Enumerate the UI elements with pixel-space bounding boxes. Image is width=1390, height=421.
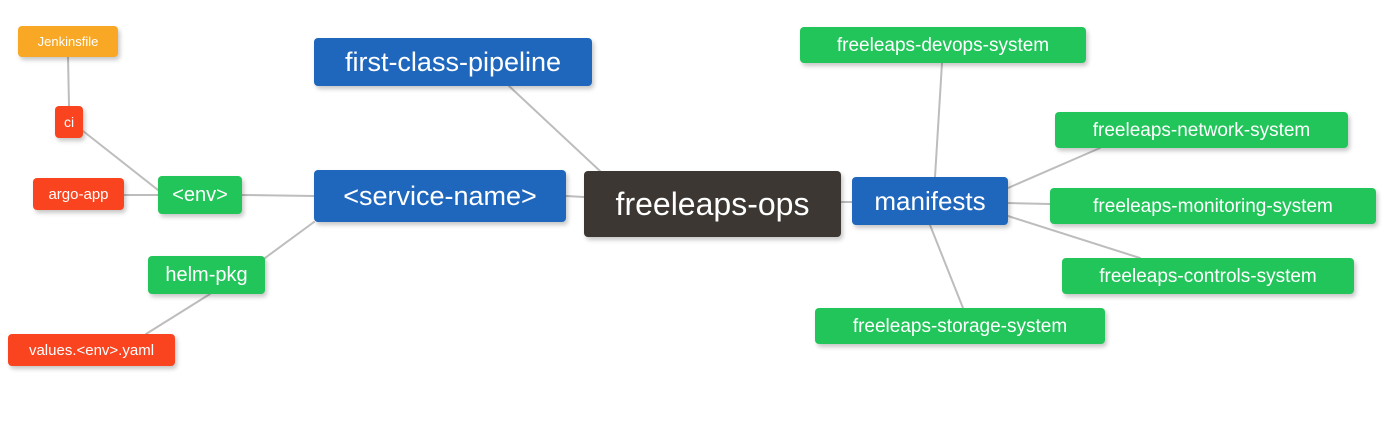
mindmap-node-first-class-pipeline[interactable]: first-class-pipeline — [314, 38, 592, 86]
mindmap-node-label: argo-app — [48, 185, 109, 203]
mindmap-node-ci[interactable]: ci — [55, 106, 83, 138]
edge-manifests-to-freeleaps-storage-system — [929, 224, 964, 309]
mindmap-node-freeleaps-monitoring-system[interactable]: freeleaps-monitoring-system — [1050, 188, 1376, 224]
edge-manifests-to-freeleaps-network-system — [1007, 147, 1101, 189]
edge-env-to-service-name — [241, 194, 315, 197]
edge-manifests-to-freeleaps-monitoring-system — [1007, 202, 1051, 205]
mindmap-node-freeleaps-storage-system[interactable]: freeleaps-storage-system — [815, 308, 1105, 344]
mindmap-node-label: freeleaps-monitoring-system — [1093, 195, 1333, 217]
mindmap-node-label: freeleaps-controls-system — [1099, 265, 1317, 287]
mindmap-node-label: first-class-pipeline — [344, 46, 562, 77]
mindmap-node-label: freeleaps-storage-system — [852, 315, 1068, 337]
mindmap-node-argo-app[interactable]: argo-app — [33, 178, 124, 210]
mindmap-node-label: values.<env>.yaml — [28, 341, 155, 359]
mindmap-node-label: ci — [63, 114, 75, 130]
edge-first-class-pipeline-to-freeleaps-ops — [508, 85, 601, 172]
mindmap-node-jenkinsfile[interactable]: Jenkinsfile — [18, 26, 118, 57]
edge-manifests-to-freeleaps-devops-system — [934, 62, 943, 178]
mindmap-node-freeleaps-network-system[interactable]: freeleaps-network-system — [1055, 112, 1348, 148]
mindmap-node-label: <env> — [172, 184, 228, 206]
mindmap-node-service-name[interactable]: <service-name> — [314, 170, 566, 222]
mindmap-node-freeleaps-devops-system[interactable]: freeleaps-devops-system — [800, 27, 1086, 63]
edge-jenkinsfile-to-ci — [67, 56, 70, 107]
mindmap-node-label: Jenkinsfile — [37, 34, 99, 49]
edge-service-name-to-helm-pkg — [264, 221, 315, 259]
mindmap-node-freeleaps-ops[interactable]: freeleaps-ops — [584, 171, 841, 237]
mindmap-node-label: manifests — [874, 186, 986, 216]
edge-service-name-to-freeleaps-ops — [565, 195, 585, 198]
mindmap-node-label: helm-pkg — [165, 264, 248, 286]
mindmap-node-label: freeleaps-network-system — [1092, 119, 1311, 141]
mindmap-node-env[interactable]: <env> — [158, 176, 242, 214]
mindmap-node-manifests[interactable]: manifests — [852, 177, 1008, 225]
mindmap-node-values-yaml[interactable]: values.<env>.yaml — [8, 334, 175, 366]
mindmap-node-label: freeleaps-ops — [615, 186, 810, 222]
mindmap-node-label: freeleaps-devops-system — [836, 34, 1050, 56]
edge-helm-pkg-to-values-yaml — [145, 293, 211, 335]
mindmap-node-label: <service-name> — [343, 180, 537, 211]
mindmap-node-helm-pkg[interactable]: helm-pkg — [148, 256, 265, 294]
mindmap-node-freeleaps-controls-system[interactable]: freeleaps-controls-system — [1062, 258, 1354, 294]
